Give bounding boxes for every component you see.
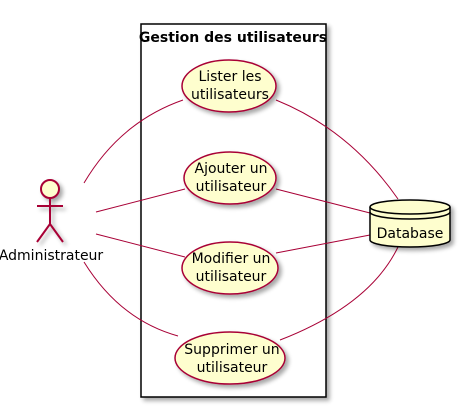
actor-name: Administrateur [0,248,103,264]
association-lister-database [275,99,399,200]
associations [83,99,399,341]
use-case-supprimer: Supprimer un utilisateur [174,331,286,385]
use-case-ellipse [181,59,277,113]
association-supprimer-database [279,246,399,341]
use-case-label-line2: utilisateur [197,360,268,376]
actor-administrateur: Administrateur [0,179,103,264]
use-case-ellipse [183,151,277,205]
database-icon [369,199,451,248]
use-case-label-line1: Supprimer un [184,342,279,358]
actor-icon [36,179,64,243]
association-actor-modifier [95,233,186,258]
database-label: Database [377,226,444,242]
use-case-ellipse [174,331,286,385]
system-title: Gestion des utilisateurs [139,30,327,46]
use-case-label-line2: utilisateurs [191,87,269,103]
use-case-label-line2: utilisateur [196,269,267,285]
use-case-label-line1: Lister les [198,69,261,85]
use-case-label-line1: Modifier un [192,251,271,267]
use-case-lister: Lister les utilisateurs [181,59,277,113]
association-modifier-database [275,234,371,254]
use-case-ajouter: Ajouter un utilisateur [183,151,277,205]
use-case-ellipse [181,241,279,295]
use-case-label-line2: utilisateur [196,179,267,195]
database-node: Database [369,199,451,248]
use-case-label-line1: Ajouter un [195,161,268,177]
association-actor-lister [83,99,184,184]
association-actor-ajouter [95,188,186,213]
use-case-modifier: Modifier un utilisateur [181,241,279,295]
association-actor-supprimer [83,261,179,337]
association-ajouter-database [275,188,371,214]
